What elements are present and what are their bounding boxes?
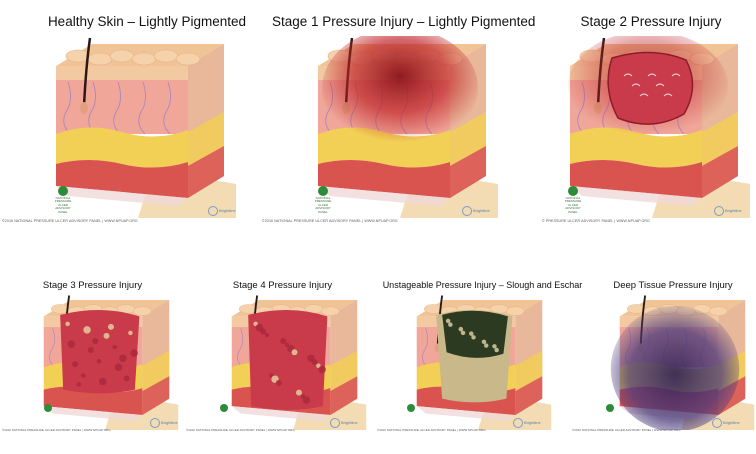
npuap-logo: NATIONAL PRESSURE ULCER ADVISORY PANEL	[312, 186, 334, 216]
logo-text: NATIONAL PRESSURE ULCER ADVISORY PANEL	[314, 196, 332, 214]
brand-name: Brightline	[524, 420, 541, 426]
panel-stage-3: Stage 3 Pressure Injury ©2016 NATIONAL P…	[0, 280, 185, 452]
panel-stage-2: Stage 2 Pressure Injury NATIONAL PRESSUR…	[542, 14, 754, 229]
panel-title: Deep Tissue Pressure Injury	[613, 280, 733, 291]
brightline-logo: Brightline	[208, 206, 236, 216]
brand-name: Brightline	[341, 420, 358, 426]
brightline-logo: Brightline	[330, 418, 358, 428]
copyright-credit: ©2016 NATIONAL PRESSURE ULCER ADVISORY P…	[186, 428, 295, 432]
panel-title: Stage 2 Pressure Injury	[580, 14, 722, 29]
copyright-credit: ©2016 NATIONAL PRESSURE ULCER ADVISORY P…	[377, 428, 486, 432]
skin-cross-section-unstageable	[416, 295, 552, 430]
panel-unstageable: Unstageable Pressure Injury – Slough and…	[375, 280, 590, 452]
skin-cross-section-healthy	[56, 37, 236, 218]
skin-cross-section-stage-3	[43, 295, 179, 430]
panel-title: Stage 1 Pressure Injury – Lightly Pigmen…	[272, 14, 536, 29]
panel-title: Stage 4 Pressure Injury	[232, 280, 333, 291]
skin-cross-section-stage-4	[231, 295, 367, 430]
npuap-logo	[602, 404, 618, 426]
brand-name: Brightline	[725, 208, 742, 214]
skin-cross-section-deep-tissue	[610, 295, 755, 430]
panel-title: Stage 3 Pressure Injury	[42, 280, 143, 291]
skin-cross-section-stage-2	[568, 36, 750, 218]
npuap-logo: NATIONAL PRESSURE ULCER ADVISORY PANEL	[52, 186, 74, 216]
npuap-logo	[40, 404, 56, 426]
copyright-credit: © PRESSURE ULCER ADVISORY PANEL | WWW.NP…	[542, 219, 650, 223]
brightline-logo: Brightline	[712, 418, 740, 428]
brightline-logo: Brightline	[462, 206, 490, 216]
brand-name: Brightline	[473, 208, 490, 214]
panel-stage-1: Stage 1 Pressure Injury – Lightly Pigmen…	[262, 14, 536, 229]
panel-title: Healthy Skin – Lightly Pigmented	[47, 14, 247, 29]
npuap-logo	[403, 404, 419, 426]
brand-name: Brightline	[723, 420, 740, 426]
brightline-logo: Brightline	[714, 206, 742, 216]
panel-title: Unstageable Pressure Injury – Slough and…	[382, 280, 583, 290]
npuap-logo	[216, 404, 232, 426]
logo-text: NATIONAL PRESSURE ULCER ADVISORY PANEL	[564, 196, 582, 214]
copyright-credit: ©2016 NATIONAL PRESSURE ULCER ADVISORY P…	[262, 219, 398, 223]
logo-text: NATIONAL PRESSURE ULCER ADVISORY PANEL	[54, 196, 72, 214]
brightline-logo: Brightline	[513, 418, 541, 428]
brand-name: Brightline	[161, 420, 178, 426]
skin-cross-section-stage-1	[318, 36, 498, 218]
copyright-credit: ©2016 NATIONAL PRESSURE ULCER ADVISORY P…	[2, 219, 138, 223]
npuap-logo: NATIONAL PRESSURE ULCER ADVISORY PANEL	[562, 186, 584, 216]
panel-healthy-skin: Healthy Skin – Lightly Pigmented NATIONA…	[2, 14, 256, 229]
copyright-credit: ©2016 NATIONAL PRESSURE ULCER ADVISORY P…	[2, 428, 111, 432]
brand-name: Brightline	[219, 208, 236, 214]
copyright-credit: ©2016 NATIONAL PRESSURE ULCER ADVISORY P…	[572, 428, 681, 432]
panel-deep-tissue: Deep Tissue Pressure Injury ©2016 NATION…	[572, 280, 756, 452]
panel-stage-4: Stage 4 Pressure Injury ©2016 NATIONAL P…	[186, 280, 375, 452]
brightline-logo: Brightline	[150, 418, 178, 428]
